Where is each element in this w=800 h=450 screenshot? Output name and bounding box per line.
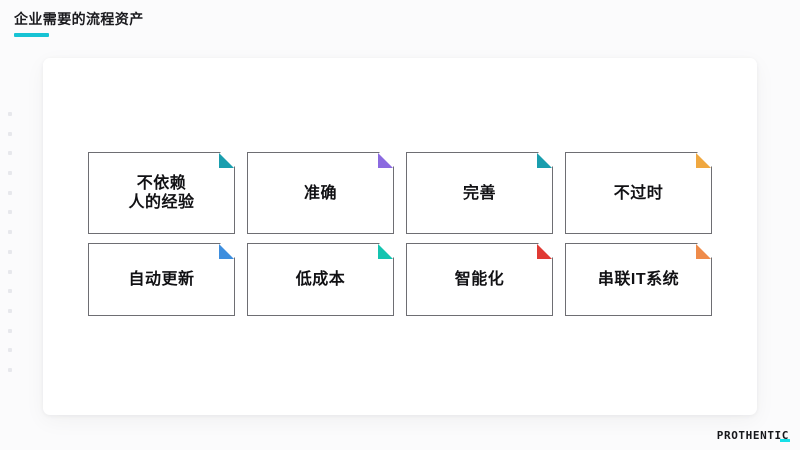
card-complete[interactable]: 完善 [406,152,553,234]
rail-dot [8,308,12,313]
card-accurate[interactable]: 准确 [247,152,394,234]
folded-corner-icon [219,244,234,259]
brand-logo-text: PROTHENTIC [716,429,789,442]
card-low-cost[interactable]: 低成本 [247,243,394,316]
card-connect-it-systems[interactable]: 串联IT系统 [565,243,712,316]
rail-dot [8,190,12,195]
card-intelligent[interactable]: 智能化 [406,243,553,316]
card-label: 不过时 [613,184,664,202]
rail-dot [8,348,12,353]
title-accent-bar [14,33,49,37]
rail-dot [8,269,12,274]
card-label: 准确 [303,184,337,202]
folded-corner-icon [378,153,393,168]
folded-corner-icon [696,244,711,259]
brand-logo: PROTHENTIC [717,430,790,442]
rail-dot [8,367,12,372]
card-label: 低成本 [295,271,346,288]
header: 企业需要的流程资产 [14,10,614,37]
card-not-dependent-on-human-experience[interactable]: 不依赖 人的经验 [88,152,235,234]
rail-dot [8,112,12,116]
content-panel [43,58,757,415]
card-label: 自动更新 [128,271,195,288]
rail-dot [8,171,12,176]
rail-dot [8,249,12,254]
rail-dot [8,289,12,294]
folded-corner-icon [537,244,552,259]
card-label: 串联IT系统 [597,271,680,288]
left-dot-rail [7,112,13,372]
page-title: 企业需要的流程资产 [14,11,144,27]
rail-dot [8,230,12,235]
rail-dot [8,131,12,136]
card-label: 智能化 [454,271,505,288]
folded-corner-icon [378,244,393,259]
brand-logo-accent-icon [780,439,790,442]
rail-dot [8,151,12,156]
folded-corner-icon [537,153,552,168]
card-not-outdated[interactable]: 不过时 [565,152,712,234]
process-asset-card-grid: 不依赖 人的经验 准确 完善 不过时自动更新 低成本 智能化 串联IT系统 [88,152,712,316]
card-label: 不依赖 人的经验 [128,175,195,211]
card-auto-update[interactable]: 自动更新 [88,243,235,316]
card-label: 完善 [462,184,496,202]
folded-corner-icon [219,153,234,168]
rail-dot [8,328,12,333]
folded-corner-icon [696,153,711,168]
rail-dot [8,210,12,215]
